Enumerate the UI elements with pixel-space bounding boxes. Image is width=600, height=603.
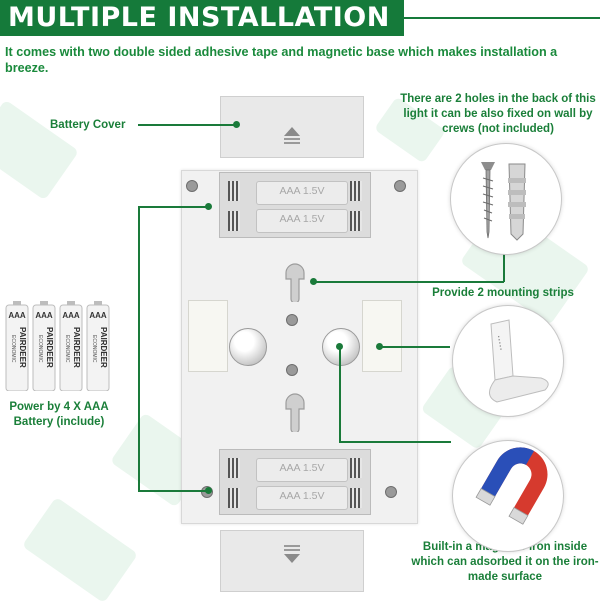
callout-dot	[336, 343, 343, 350]
callout-dot	[205, 487, 212, 494]
leader-line	[380, 346, 450, 348]
callout-dot	[376, 343, 383, 350]
magnet-image	[452, 440, 564, 552]
spring-icon	[228, 181, 240, 201]
battery-size-text: AAA	[89, 311, 107, 320]
battery-brand-text: PAIRDEER	[45, 327, 54, 368]
aaa-battery: AAA PAIRDEER ECONOMIC	[86, 301, 110, 392]
adhesive-strip-icon: ▪ ▪ ▪ ▪ ▪	[489, 319, 549, 403]
mounting-strip	[362, 300, 402, 372]
top-battery-bay: AAA 1.5V AAA 1.5V	[219, 172, 371, 238]
battery-sub-text: ECONOMIC	[91, 335, 97, 363]
cell-label: AAA 1.5V	[279, 490, 325, 502]
callout-dot	[233, 121, 240, 128]
spring-icon	[350, 181, 362, 201]
screw-icon	[286, 364, 298, 376]
cover-groove	[284, 142, 300, 144]
callout-dot	[310, 278, 317, 285]
leader-line	[339, 441, 451, 443]
page-title: MULTIPLE INSTALLATION	[8, 2, 390, 33]
aaa-battery: AAA PAIRDEER ECONOMIC	[5, 301, 29, 392]
wall-screws-image	[450, 143, 562, 255]
bottom-battery-bay: AAA 1.5V AAA 1.5V	[219, 449, 371, 515]
aaa-cell: AAA 1.5V	[256, 486, 348, 510]
background-shape	[21, 496, 139, 603]
battery-size-text: AAA	[35, 311, 53, 320]
screw-icon	[286, 314, 298, 326]
battery-brand-text: PAIRDEER	[72, 327, 81, 368]
callout-dot	[205, 203, 212, 210]
page-subtitle: It comes with two double sided adhesive …	[5, 45, 558, 75]
background-shape	[0, 99, 80, 201]
leader-line	[138, 490, 208, 492]
magnet-button	[229, 328, 267, 366]
aaa-battery: AAA PAIRDEER ECONOMIC	[32, 301, 56, 392]
keyhole-icon	[285, 263, 305, 302]
battery-sub-text: ECONOMIC	[10, 335, 16, 363]
battery-size-text: AAA	[62, 311, 80, 320]
cover-groove	[284, 138, 300, 140]
cell-label: AAA 1.5V	[279, 462, 325, 474]
leader-line	[503, 246, 505, 282]
aaa-battery: AAA PAIRDEER ECONOMIC	[59, 301, 83, 392]
screw-icon	[186, 180, 198, 192]
screw-icon	[385, 486, 397, 498]
banner-rule	[404, 17, 600, 19]
screw-and-anchor-icon	[481, 162, 526, 241]
aaa-cell: AAA 1.5V	[256, 458, 348, 482]
battery-sub-text: ECONOMIC	[64, 335, 70, 363]
spring-icon	[228, 488, 240, 508]
battery-brand-text: PAIRDEER	[99, 327, 108, 368]
cell-label: AAA 1.5V	[279, 185, 325, 197]
spring-icon	[350, 488, 362, 508]
battery-brand-text: PAIRDEER	[18, 327, 27, 368]
keyhole-icon	[285, 393, 305, 432]
spring-icon	[350, 211, 362, 231]
leader-line	[138, 124, 234, 126]
aaa-cell: AAA 1.5V	[256, 209, 348, 233]
battery-cover-label: Battery Cover	[50, 119, 126, 131]
arrow-up-icon	[284, 127, 300, 136]
leader-line	[314, 281, 504, 283]
mounting-strip	[188, 300, 228, 372]
cover-groove	[284, 545, 300, 547]
battery-power-label: Power by 4 X AAA Battery (include)	[9, 401, 109, 428]
holes-label: There are 2 holes in the back of this li…	[400, 93, 596, 135]
horseshoe-magnet-icon	[475, 447, 548, 525]
arrow-down-icon	[284, 554, 300, 563]
cover-groove	[284, 549, 300, 551]
spring-icon	[228, 458, 240, 478]
svg-text:▪ ▪ ▪ ▪ ▪: ▪ ▪ ▪ ▪ ▪	[495, 335, 503, 350]
leader-line	[339, 346, 341, 442]
strips-label: Provide 2 mounting strips	[432, 287, 574, 299]
cell-label: AAA 1.5V	[279, 213, 325, 225]
battery-size-text: AAA	[8, 311, 26, 320]
bottom-battery-cover	[220, 530, 364, 592]
top-battery-cover	[220, 96, 364, 158]
title-banner: MULTIPLE INSTALLATION	[0, 0, 404, 36]
spring-icon	[228, 211, 240, 231]
battery-sub-text: ECONOMIC	[37, 335, 43, 363]
leader-line	[138, 206, 208, 208]
leader-line	[138, 206, 140, 492]
aaa-cell: AAA 1.5V	[256, 181, 348, 205]
spring-icon	[350, 458, 362, 478]
mounting-strip-image: ▪ ▪ ▪ ▪ ▪	[452, 305, 564, 417]
screw-icon	[394, 180, 406, 192]
